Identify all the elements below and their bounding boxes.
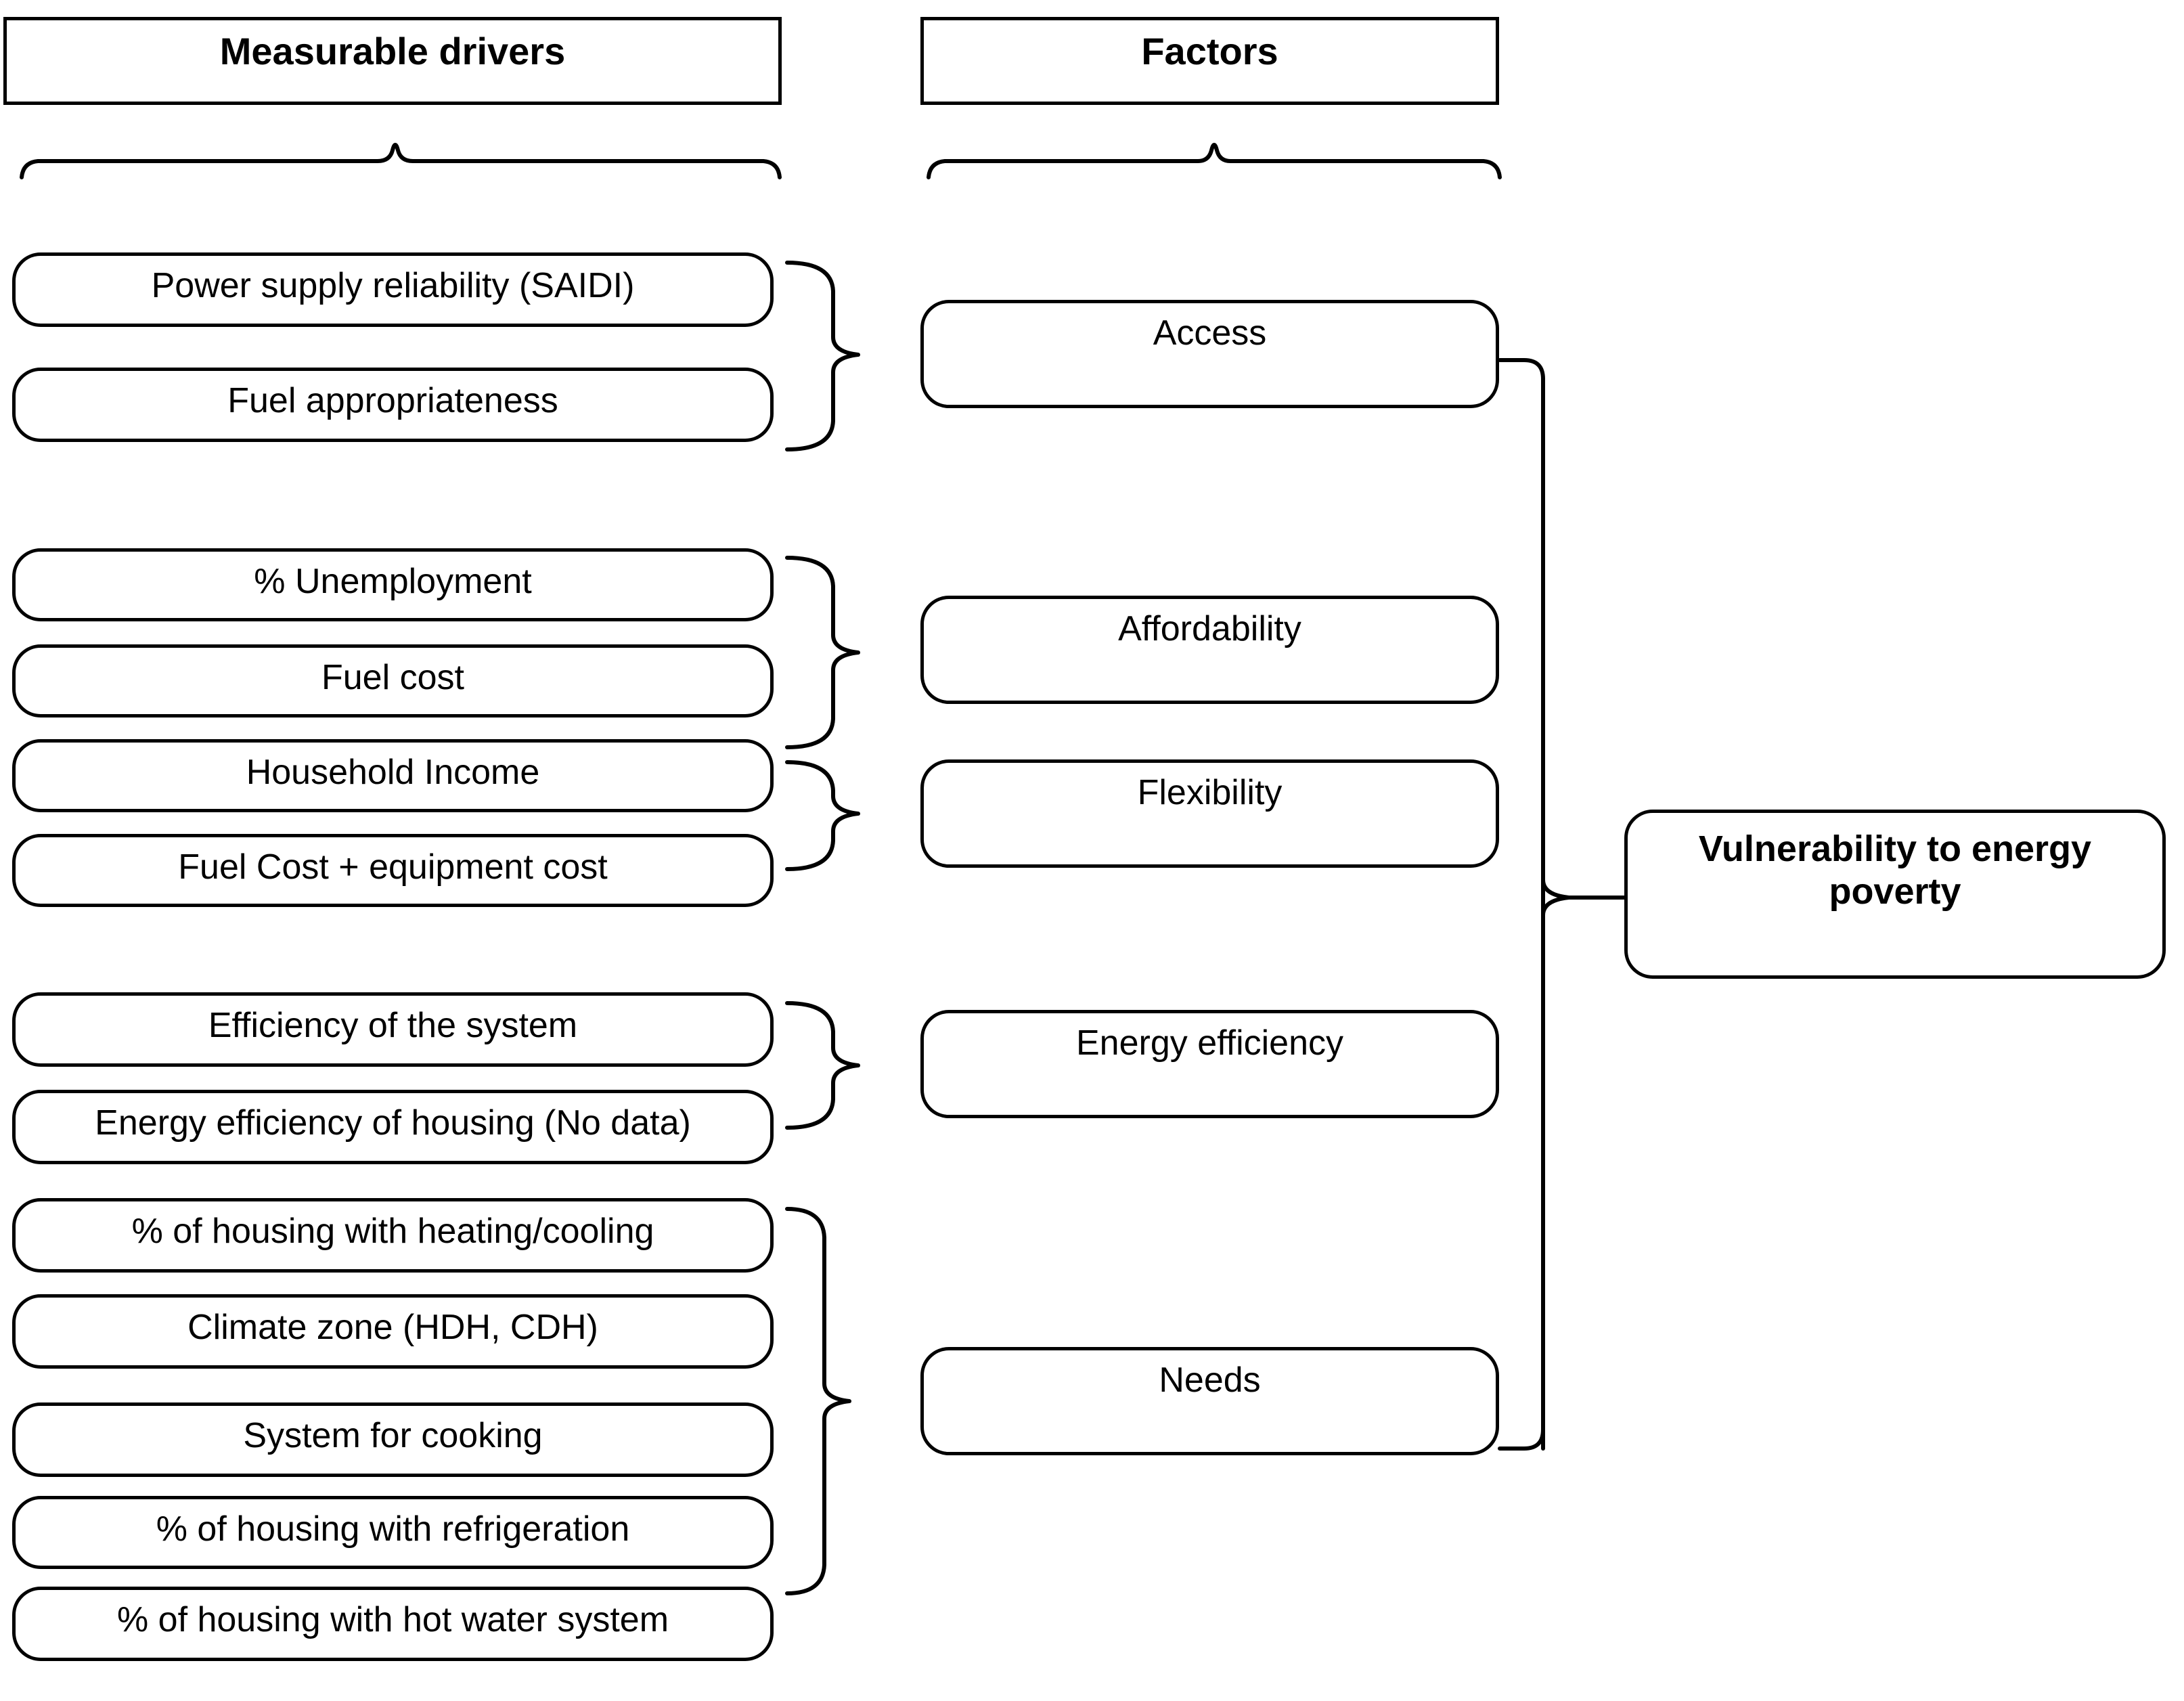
driver-label: % of housing with heating/cooling	[131, 1212, 654, 1251]
factor-label: Energy efficiency	[1075, 1023, 1344, 1063]
driver-box-housing-with-hot-water-system[interactable]: % of housing with hot water system	[12, 1587, 774, 1661]
driver-box-fuel-cost-equipment-cost[interactable]: Fuel Cost + equipment cost	[12, 834, 774, 907]
bracket-affordability	[785, 556, 860, 749]
driver-box-household-income[interactable]: Household Income	[12, 739, 774, 812]
column-header-label: Measurable drivers	[219, 30, 566, 72]
driver-label: % Unemployment	[254, 562, 532, 601]
driver-label: % of housing with hot water system	[116, 1600, 669, 1639]
factor-box-access[interactable]: Access	[920, 300, 1499, 408]
driver-box-unemployment[interactable]: % Unemployment	[12, 548, 774, 621]
bracket-needs	[785, 1207, 851, 1595]
driver-label: Energy efficiency of housing (No data)	[95, 1103, 691, 1143]
driver-label: Power supply reliability (SAIDI)	[151, 266, 635, 305]
factor-label: Access	[1153, 313, 1267, 353]
driver-label: Climate zone (HDH, CDH)	[187, 1308, 598, 1347]
outcome-box-vulnerability-to-energy-poverty[interactable]: Vulnerability to energy poverty	[1624, 810, 2166, 979]
factor-box-flexibility[interactable]: Flexibility	[920, 759, 1499, 868]
driver-box-climate-zone[interactable]: Climate zone (HDH, CDH)	[12, 1294, 774, 1369]
brace-factors	[927, 143, 1502, 179]
rail-needs-to-outcome	[1498, 1428, 1545, 1451]
driver-box-fuel-appropriateness[interactable]: Fuel appropriateness	[12, 368, 774, 442]
driver-label: System for cooking	[243, 1416, 543, 1455]
driver-box-efficiency-of-the-system[interactable]: Efficiency of the system	[12, 992, 774, 1067]
factor-label: Flexibility	[1137, 773, 1283, 812]
rail-access-to-outcome	[1498, 358, 1545, 381]
factor-label: Needs	[1159, 1361, 1261, 1400]
driver-label: Fuel Cost + equipment cost	[178, 847, 608, 887]
driver-box-power-supply-reliability[interactable]: Power supply reliability (SAIDI)	[12, 252, 774, 327]
driver-box-system-for-cooking[interactable]: System for cooking	[12, 1402, 774, 1477]
driver-box-housing-with-heating-cooling[interactable]: % of housing with heating/cooling	[12, 1198, 774, 1273]
bracket-access	[785, 261, 860, 451]
driver-label: Fuel appropriateness	[227, 381, 558, 420]
column-header-measurable-drivers: Measurable drivers	[3, 17, 782, 105]
factor-box-affordability[interactable]: Affordability	[920, 596, 1499, 704]
rail-outcome-arrow	[1541, 878, 1571, 917]
column-header-factors: Factors	[920, 17, 1499, 105]
driver-box-fuel-cost[interactable]: Fuel cost	[12, 644, 774, 717]
factor-box-energy-efficiency[interactable]: Energy efficiency	[920, 1010, 1499, 1118]
outcome-label: Vulnerability to energy poverty	[1698, 829, 2092, 912]
driver-label: Household Income	[246, 753, 540, 792]
column-header-label: Factors	[1141, 30, 1278, 72]
bracket-flexibility	[785, 760, 860, 871]
driver-label: % of housing with refrigeration	[156, 1509, 630, 1549]
driver-label: Fuel cost	[321, 658, 464, 697]
factor-label: Affordability	[1118, 609, 1301, 648]
bracket-energy-efficiency	[785, 1001, 860, 1130]
brace-measurable-drivers	[20, 143, 782, 179]
driver-label: Efficiency of the system	[208, 1006, 578, 1045]
factor-box-needs[interactable]: Needs	[920, 1347, 1499, 1455]
driver-box-housing-with-refrigeration[interactable]: % of housing with refrigeration	[12, 1496, 774, 1569]
driver-box-energy-efficiency-of-housing[interactable]: Energy efficiency of housing (No data)	[12, 1090, 774, 1164]
